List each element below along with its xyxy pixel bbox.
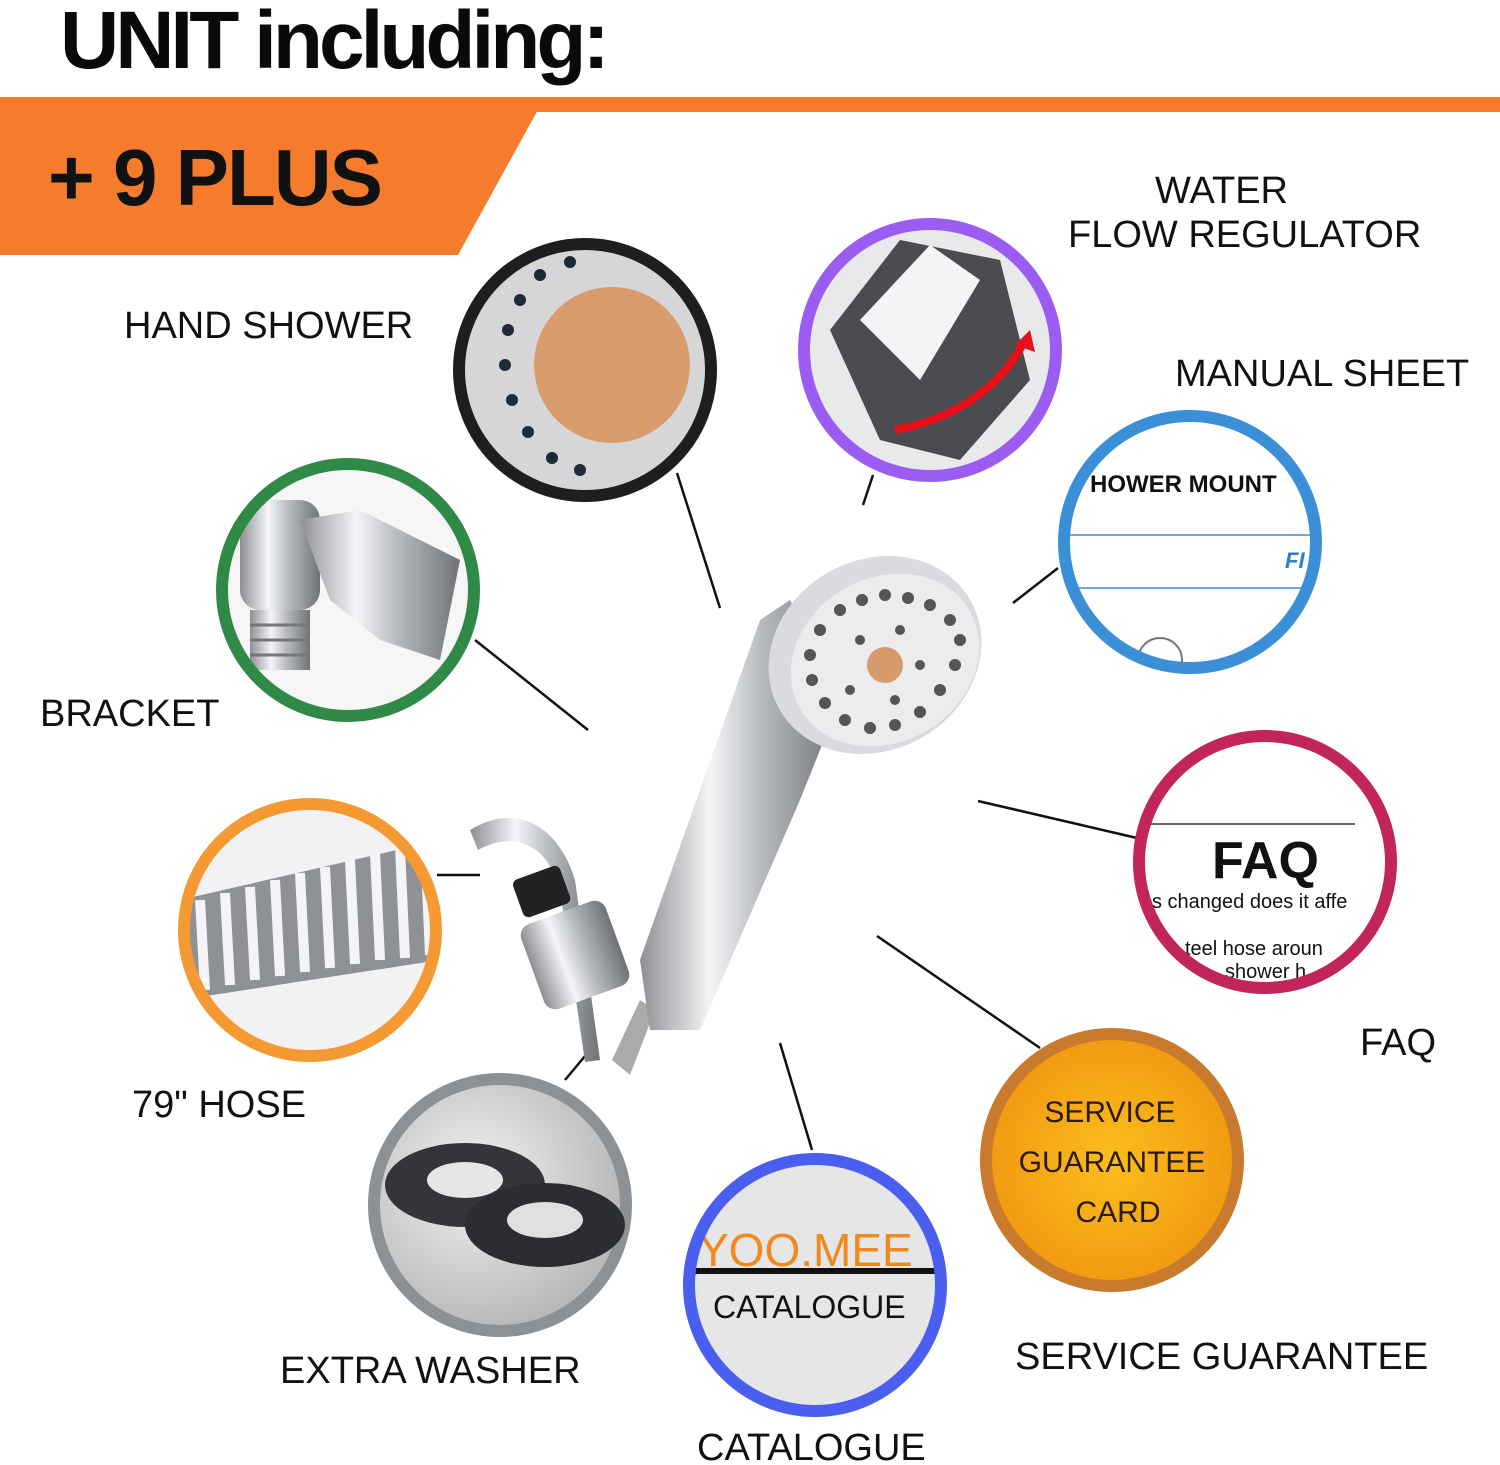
service-guarantee-label: SERVICE GUARANTEE bbox=[1015, 1336, 1428, 1378]
catalogue-circle: YOO.MEE CATALOGUE bbox=[683, 1153, 947, 1417]
faq-inner-line2: teel hose aroun bbox=[1185, 938, 1323, 960]
faq-inner-title: FAQ bbox=[1212, 832, 1319, 890]
extra-washer-label: EXTRA WASHER bbox=[280, 1350, 581, 1392]
manual-sheet-circle: HOWER MOUNT FI bbox=[1058, 410, 1322, 674]
catalogue-inner-brand: YOO.MEE bbox=[698, 1224, 913, 1276]
washer-circle bbox=[368, 1073, 632, 1337]
water-flow-regulator-circle bbox=[798, 218, 1062, 482]
service-inner-line1: SERVICE bbox=[1044, 1096, 1175, 1129]
manual-inner-text: HOWER MOUNT bbox=[1090, 471, 1277, 498]
connector-lines bbox=[437, 472, 1138, 1151]
page-title: UNIT including: bbox=[60, 0, 606, 86]
hand-shower-label: HAND SHOWER bbox=[124, 305, 413, 347]
faq-inner-line3: shower h bbox=[1225, 961, 1306, 983]
service-inner-line3: CARD bbox=[1075, 1196, 1160, 1229]
plus-badge: + 9 PLUS bbox=[48, 133, 381, 222]
faq-circle: FAQ s changed does it affe teel hose aro… bbox=[1133, 730, 1397, 994]
hand-shower-circle bbox=[453, 238, 717, 502]
bracket-label: BRACKET bbox=[40, 693, 219, 735]
catalogue-inner-text: CATALOGUE bbox=[713, 1289, 906, 1325]
bracket-circle bbox=[216, 458, 480, 722]
orange-banner bbox=[0, 97, 545, 255]
hose-label: 79" HOSE bbox=[132, 1084, 306, 1126]
faq-label: FAQ bbox=[1360, 1022, 1436, 1064]
hose-circle bbox=[178, 798, 442, 1062]
service-inner-line2: GUARANTEE bbox=[1019, 1146, 1206, 1179]
manual-inner-text2: FI bbox=[1285, 548, 1305, 573]
catalogue-label: CATALOGUE bbox=[697, 1427, 926, 1465]
shower-head-product bbox=[470, 556, 982, 1075]
water-flow-label-line1: WATER bbox=[1155, 170, 1288, 212]
faq-inner-line1: s changed does it affe bbox=[1152, 891, 1347, 913]
manual-sheet-label: MANUAL SHEET bbox=[1175, 353, 1469, 395]
water-flow-label-line2: FLOW REGULATOR bbox=[1068, 214, 1421, 256]
service-card-circle: SERVICE GUARANTEE CARD bbox=[980, 1028, 1244, 1292]
